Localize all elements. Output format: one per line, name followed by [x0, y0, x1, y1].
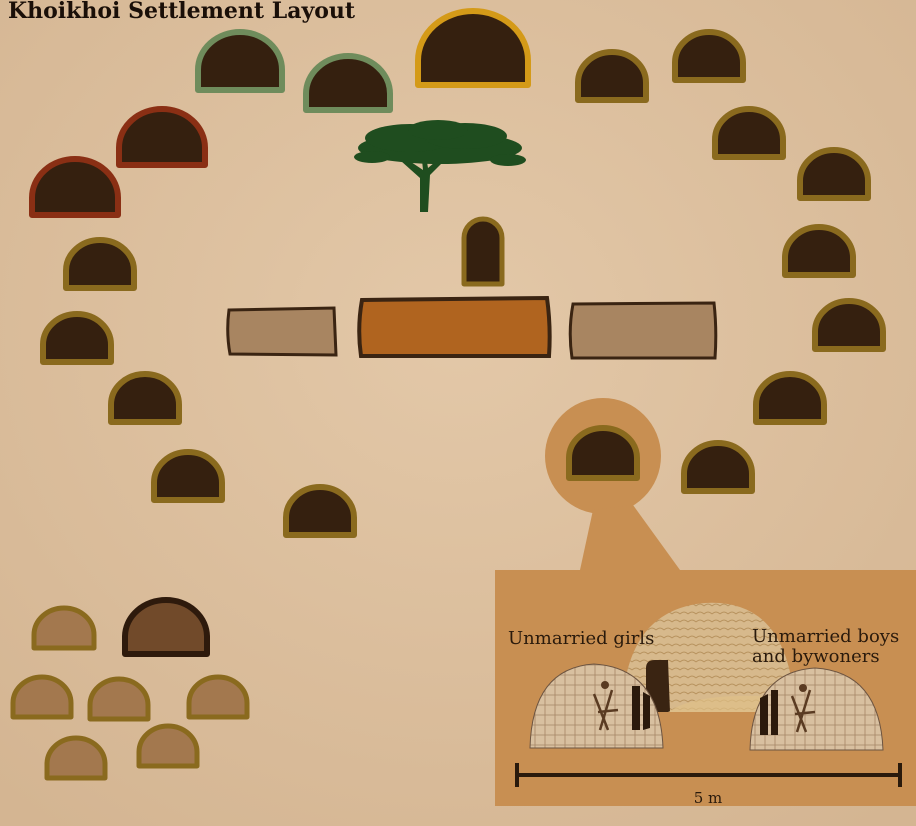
hut-icon — [800, 150, 868, 198]
storage-hut-icon — [139, 726, 197, 766]
hut-icon — [198, 32, 282, 90]
hut-icon — [66, 240, 134, 288]
hut-icon — [815, 301, 883, 349]
hut-icon — [569, 428, 637, 478]
hut-icon — [43, 314, 111, 362]
kraal-center — [359, 298, 549, 356]
storage-hut-icon — [47, 738, 105, 778]
hut-icon — [464, 219, 502, 284]
label-unmarried-boys: Unmarried boys — [752, 626, 899, 647]
hut-icon — [715, 109, 783, 157]
label-bywoners: and bywoners — [752, 646, 880, 667]
hut-icon — [785, 227, 853, 275]
label-unmarried-girls: Unmarried girls — [508, 628, 654, 649]
hut-icon — [32, 159, 118, 215]
hut-icon — [286, 487, 354, 535]
storage-hut-icon — [90, 679, 148, 719]
hut-icon — [675, 32, 743, 80]
hut-icon — [418, 11, 528, 85]
hut-icon — [111, 374, 179, 422]
scale-label: 5 m — [694, 789, 723, 807]
page-title: Khoikhoi Settlement Layout — [8, 0, 355, 24]
storage-hut-icon — [13, 677, 71, 717]
hut-icon — [684, 443, 752, 491]
inset-panel: Unmarried girls Unmarried boys and bywon… — [495, 570, 916, 807]
kraal-left — [228, 308, 336, 355]
hut-icon — [756, 374, 824, 422]
hut-icon — [119, 109, 205, 165]
hut-icon — [306, 56, 390, 110]
kraal-right — [570, 303, 716, 358]
hut-icon — [154, 452, 222, 500]
storage-hut-icon — [125, 600, 207, 654]
storage-hut-icon — [189, 677, 247, 717]
hut-icon — [578, 52, 646, 100]
storage-hut-icon — [34, 608, 94, 648]
